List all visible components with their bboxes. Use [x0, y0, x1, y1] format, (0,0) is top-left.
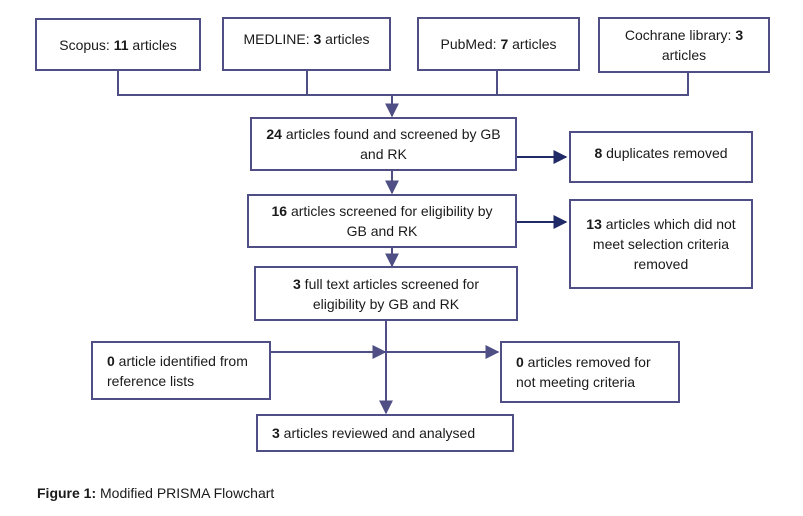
- pubmed-label: PubMed: 7 articles: [440, 36, 557, 52]
- figure-caption: Figure 1: Modified PRISMA Flowchart: [37, 484, 274, 502]
- full-text-label: 3 full text articles screened for eligib…: [293, 275, 479, 312]
- reference-lists-label: 0 article identified from reference list…: [107, 352, 248, 389]
- not-selected-label: 13 articles which did not meet selection…: [586, 216, 736, 272]
- reference-lists-box: 0 article identified from reference list…: [91, 341, 271, 400]
- medline-label: MEDLINE: 3 articles: [243, 31, 370, 47]
- full-text-box: 3 full text articles screened for eligib…: [254, 266, 518, 321]
- cochrane-label: Cochrane library: 3 articles: [624, 27, 744, 63]
- pubmed-box: PubMed: 7 articles: [417, 17, 580, 71]
- figure-caption-text: Modified PRISMA Flowchart: [96, 485, 275, 501]
- eligibility-label: 16 articles screened for eligibility by …: [271, 203, 493, 239]
- articles-found-box: 24 articles found and screened by GB and…: [250, 117, 517, 171]
- scopus-box: Scopus: 11 articles: [35, 18, 201, 71]
- duplicates-label: 8 duplicates removed: [594, 145, 728, 161]
- not-meeting-criteria-box: 0 articles removed for not meeting crite…: [500, 341, 680, 403]
- duplicates-box: 8 duplicates removed: [569, 131, 753, 183]
- articles-found-label: 24 articles found and screened by GB and…: [266, 126, 501, 162]
- eligibility-box: 16 articles screened for eligibility by …: [247, 194, 517, 248]
- figure-caption-label: Figure 1:: [37, 485, 97, 501]
- scopus-label: Scopus: 11 articles: [59, 36, 177, 53]
- reviewed-box: 3 articles reviewed and analysed: [256, 414, 514, 452]
- not-meeting-criteria-label: 0 articles removed for not meeting crite…: [516, 354, 651, 390]
- medline-box: MEDLINE: 3 articles: [222, 17, 391, 71]
- not-selected-box: 13 articles which did not meet selection…: [569, 199, 753, 289]
- reviewed-label: 3 articles reviewed and analysed: [272, 425, 476, 441]
- cochrane-box: Cochrane library: 3 articles: [598, 17, 770, 73]
